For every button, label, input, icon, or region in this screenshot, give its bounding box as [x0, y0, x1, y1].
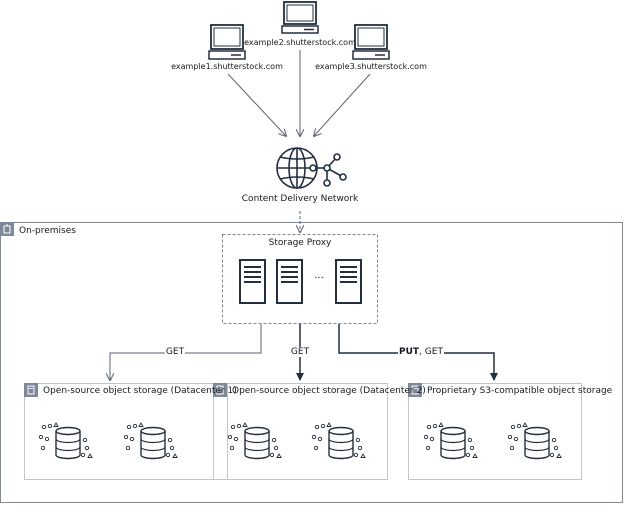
storage-group-1: [24, 383, 228, 480]
on-premises-icon: [0, 222, 14, 236]
client-3-label: example3.shutterstock.com: [315, 62, 427, 71]
database-cluster-icon: [507, 422, 562, 460]
edge-label-get-middle: GET: [289, 347, 311, 357]
edge-client1-cdn: [227, 73, 286, 136]
cdn-label: Content Delivery Network: [241, 194, 359, 204]
edge-proxy-storage-1: [110, 324, 262, 380]
database-cluster-icon: [38, 422, 93, 460]
database-cluster-icon: [423, 422, 478, 460]
edge-label-get-right: , GET: [419, 347, 443, 357]
client-3-icon: [352, 24, 390, 60]
on-premises-label: On-premises: [19, 226, 76, 236]
proxy-server-1-icon: [239, 259, 266, 304]
client-2-icon: [281, 1, 319, 34]
database-cluster-icon: [227, 422, 282, 460]
edge-label-get-left: GET: [164, 347, 186, 357]
edge-label-put: PUT: [399, 347, 420, 357]
cdn-globe-icon: [276, 147, 347, 189]
storage-proxy-box: [222, 234, 378, 324]
proxy-ellipsis: ...: [314, 270, 324, 281]
proxy-server-2-icon: [276, 259, 303, 304]
proxy-server-3-icon: [335, 259, 362, 304]
storage-1-label: Open-source object storage (Datacenter 1…: [43, 386, 237, 396]
edge-label-put-get: PUT, GET: [398, 347, 444, 357]
client-1-label: example1.shutterstock.com: [171, 62, 283, 71]
storage-proxy-label: Storage Proxy: [268, 238, 332, 248]
database-icons: [38, 422, 562, 460]
storage-group-2: [213, 383, 388, 480]
storage-2-label: Open-source object storage (Datacenter 2…: [232, 386, 426, 396]
storage-group-3: [408, 383, 582, 480]
storage-3-label: Proprietary S3-compatible object storage: [427, 386, 613, 396]
on-premises-boundary: [0, 222, 623, 503]
client-1-icon: [208, 24, 246, 60]
edge-client3-cdn: [314, 73, 371, 136]
client-2-label: example2.shutterstock.com: [244, 38, 356, 47]
database-cluster-icon: [123, 422, 178, 460]
database-cluster-icon: [311, 422, 366, 460]
